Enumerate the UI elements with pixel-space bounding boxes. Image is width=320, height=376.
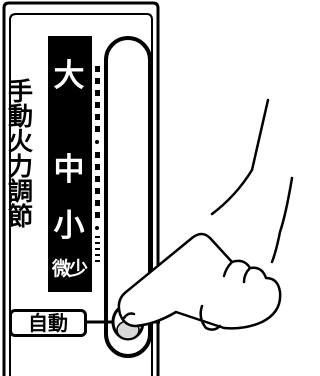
panel-title-text: 手動火力調節 bbox=[4, 78, 34, 228]
manual-heat-adjust-label: 手動火力調節 bbox=[4, 78, 34, 228]
level-large-label: 大 bbox=[53, 58, 85, 94]
panel-frame bbox=[2, 1, 160, 376]
level-medium-label: 中 bbox=[53, 152, 85, 188]
level-column bbox=[48, 36, 92, 292]
level-minimum-label: 微少 bbox=[51, 258, 88, 280]
slider-track bbox=[104, 36, 152, 358]
panel-inner-frame bbox=[9, 13, 153, 376]
level-scale bbox=[95, 66, 100, 262]
level-small-label: 小 bbox=[53, 208, 85, 244]
hand-pressing-icon bbox=[117, 98, 294, 331]
auto-mode-button[interactable]: 自動 bbox=[9, 309, 87, 337]
